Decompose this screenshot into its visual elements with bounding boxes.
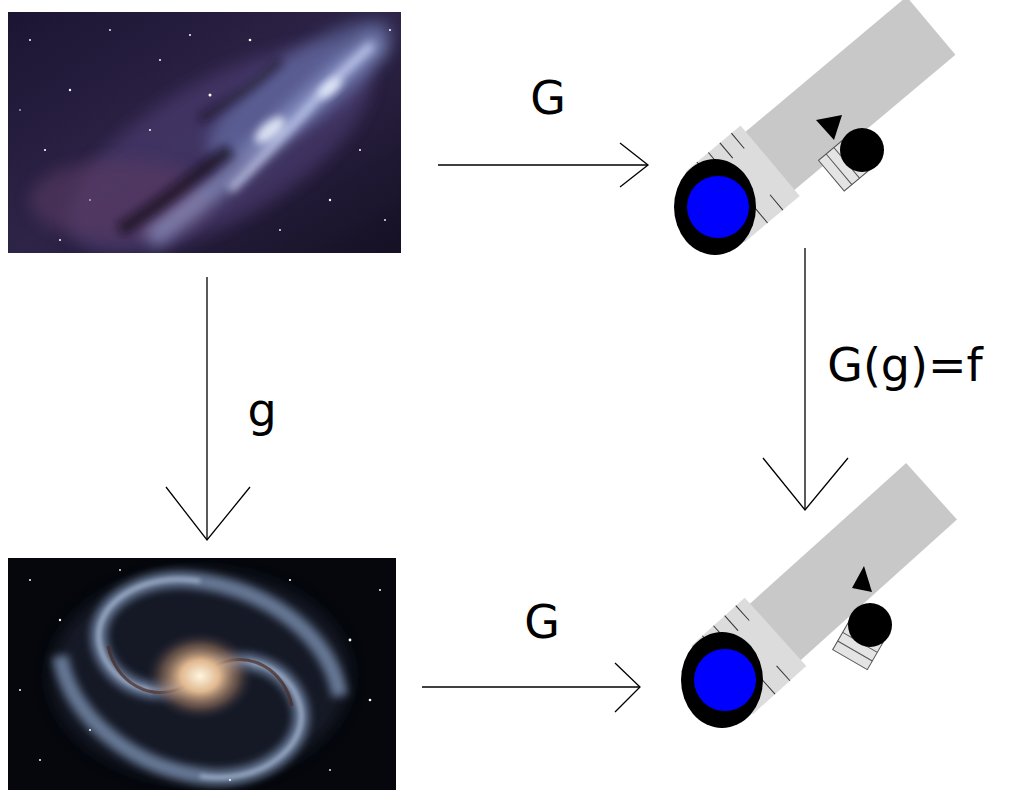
galaxy-image [8,558,396,790]
morphism-label: g [247,385,276,436]
telescope-icon [681,457,962,728]
telescope-icon [674,0,961,255]
morphism-label: G(g)=f [827,340,982,391]
morphism-label: G [524,597,560,648]
morphism-label: G [530,73,566,124]
nebula-image [8,12,401,253]
